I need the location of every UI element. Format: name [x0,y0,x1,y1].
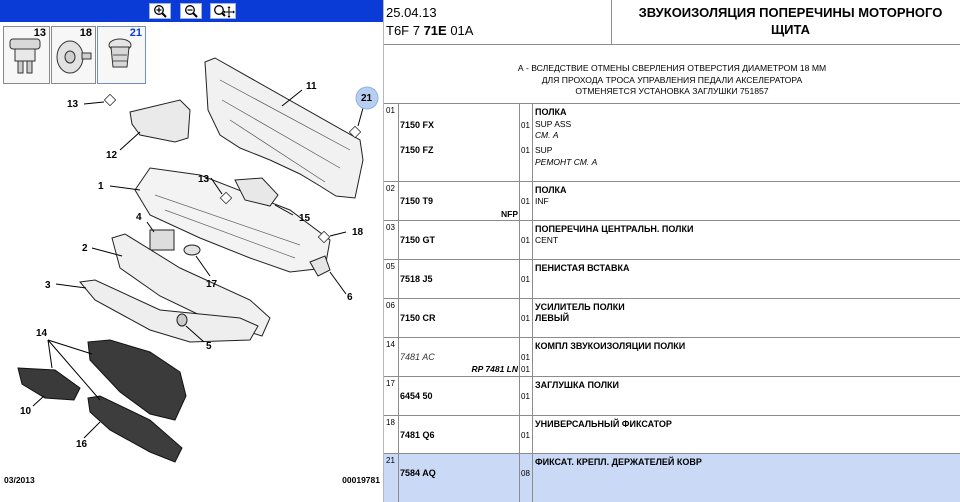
callout-label: 2 [82,243,88,254]
callout-label: 5 [206,341,212,352]
callout-label: 13 [67,99,79,110]
part-4-shape [149,229,175,251]
thumbnail-13[interactable]: 13 [3,26,50,84]
thumbnail-number: 13 [33,27,46,39]
pan-icon [214,5,235,18]
part-10-shape [17,367,81,401]
part-ref: 7518 J5 [400,274,433,284]
diagram-number: 00019781 [342,475,380,485]
diagram-date: 03/2013 [4,475,35,485]
callout-label: 4 [136,212,142,223]
exploded-parts-diagram: 11 21 13 12 1 13 15 4 18 2 17 6 3 5 14 1… [17,57,379,463]
zoom-out-button[interactable] [180,3,202,19]
part-6-shape [309,255,331,277]
table-row[interactable]: 05 ПЕНИСТАЯ ВСТАВКА 7518 J5 01 [384,259,960,298]
part-ref: 7150 FX [400,120,435,130]
note-text: А - ВСЛЕДСТВИЕ ОТМЕНЫ СВЕРЛЕНИЯ ОТВЕРСТИ… [517,63,827,96]
part-5-shape [176,313,188,327]
part-ref: 7150 FZ [400,145,434,155]
pan-button[interactable] [210,3,236,19]
callout-label: 15 [299,213,311,224]
callout-label: 16 [76,439,88,450]
part-3-shape [79,279,259,343]
part-ref: 7150 CR [400,313,436,323]
part-ref: 7150 GT [400,235,436,245]
page-title: ЗВУКОИЗОЛЯЦИЯ ПОПЕРЕЧИНЫ МОТОРНОГО ЩИТА [638,5,943,37]
clip-part-icon [9,38,41,74]
callout-label: 12 [106,150,118,161]
zoom-out-icon [185,5,198,18]
zoom-in-button[interactable] [149,3,171,19]
part-ref: 7150 T9 [400,196,434,206]
part-16-shape [87,395,183,463]
callout-label: 6 [347,292,353,303]
part-15-shape [234,177,279,207]
table-row[interactable]: 17 ЗАГЛУШКА ПОЛКИ 6454 50 01 [384,376,960,415]
table-row[interactable]: 03 ПОПЕРЕЧИНА ЦЕНТРАЛЬН. ПОЛКИ 7150 GT 0… [384,220,960,259]
part-11-shape [204,57,364,199]
callout-label: 11 [306,81,317,92]
callout-label: 13 [198,174,210,185]
part-12-shape [129,99,191,143]
thumbnail-number: 21 [129,27,142,39]
fastener-disc-icon [56,40,92,74]
catalog-code: T6F 7 71E 01A [386,23,474,38]
diagram-pane: 13 18 21 [0,0,384,502]
table-row[interactable]: 06 УСИЛИТЕЛЬ ПОЛКИ 7150 CR 01 ЛЕВЫЙ [384,298,960,337]
parts-pane: 25.04.13 T6F 7 71E 01A ЗВУКОИЗОЛЯЦИЯ ПОП… [384,0,960,502]
zoom-in-icon [154,5,167,18]
thumbnail-18[interactable]: 18 [51,26,96,84]
table-row[interactable]: 01 ПОЛКА 7150 FX 01 SUP ASS СМ. А 7150 F… [384,103,960,181]
part-14-shape [87,339,187,421]
diagram-toolbar [0,0,383,22]
catalog-date: 25.04.13 [386,5,437,20]
table-row[interactable]: 14 КОМПЛ ЗВУКОИЗОЛЯЦИИ ПОЛКИ 7481 AC 01 … [384,337,960,376]
part-ref: 7481 AC [400,352,435,362]
callout-label: 21 [361,93,373,104]
table-row[interactable]: 18 УНИВЕРСАЛЬНЫЙ ФИКСАТОР 7481 Q6 01 [384,415,960,453]
thumbnail-number: 18 [79,27,92,39]
callout-label: 14 [36,328,48,339]
part-ref: 7584 AQ [400,468,436,478]
callout-21-badge [355,86,379,110]
part-ref: 7481 Q6 [400,430,435,440]
callout-label: 17 [206,279,218,290]
part-ref: 6454 50 [400,391,433,401]
part-2-shape [111,233,271,337]
table-row-selected[interactable]: 21 ФИКСАТ. КРЕПЛ. ДЕРЖАТЕЛЕЙ КОВР 7584 A… [384,453,960,502]
table-row[interactable]: 02 ПОЛКА 7150 T9 01 INF NFP [384,181,960,220]
carpet-clip-icon [108,38,132,68]
callout-label: 10 [20,406,32,417]
thumbnail-21[interactable]: 21 [97,26,146,84]
part-17-shape [183,244,201,256]
callout-label: 18 [352,227,364,238]
callout-label: 1 [98,181,104,192]
callout-label: 3 [45,280,51,291]
